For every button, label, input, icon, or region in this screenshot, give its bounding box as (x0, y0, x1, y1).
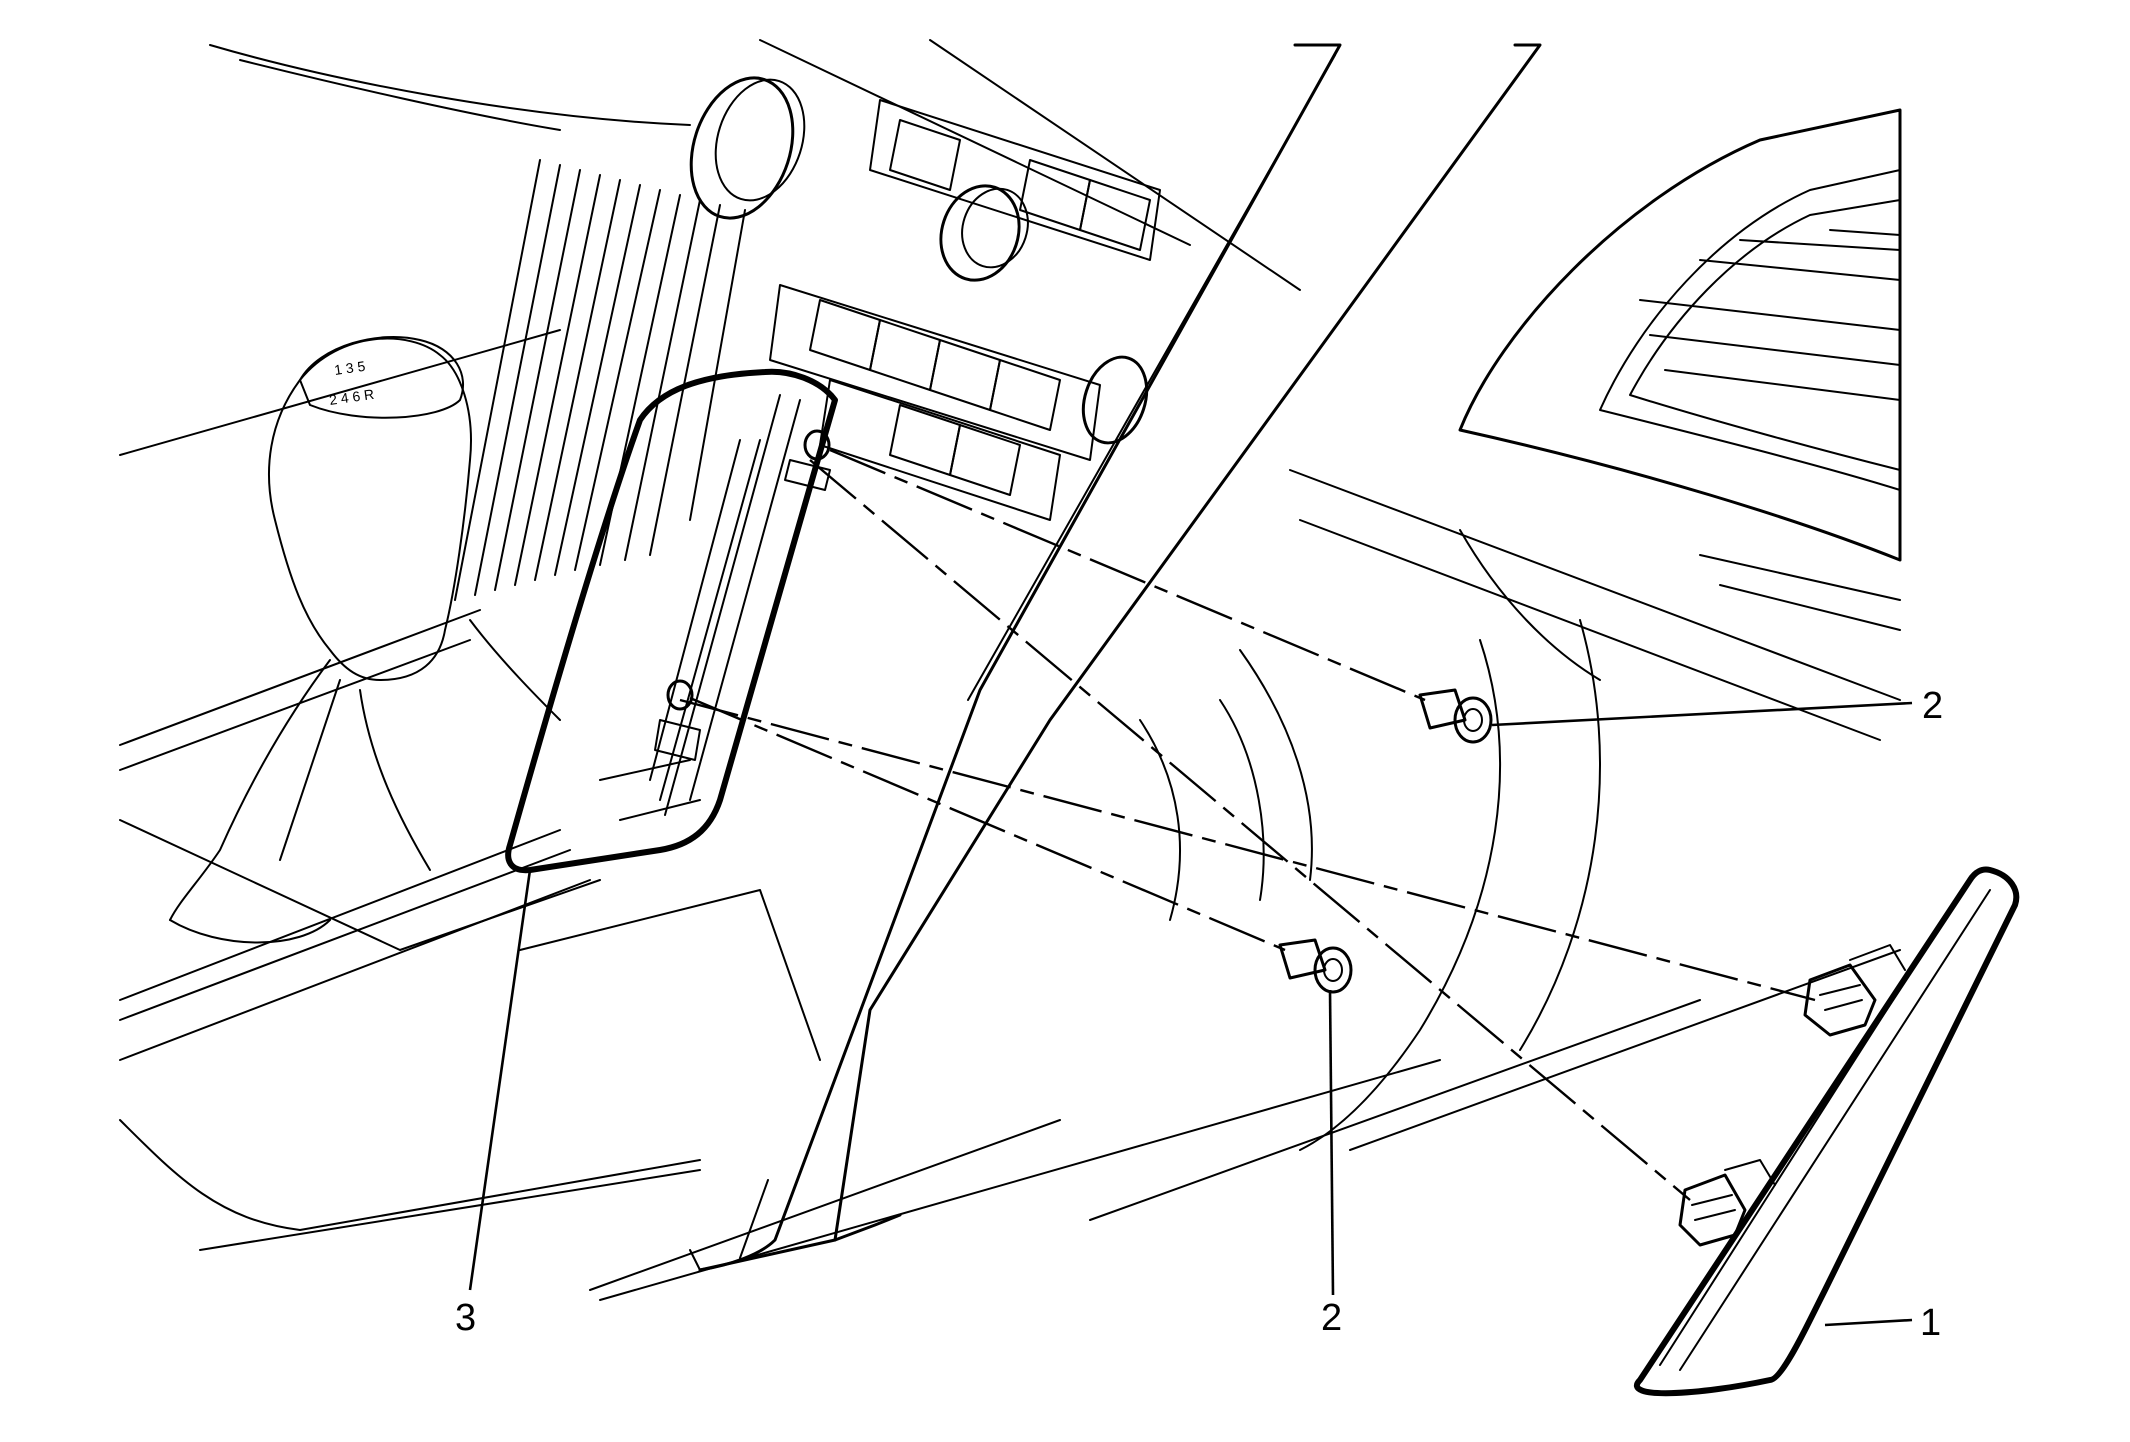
callout-3: 3 (455, 1297, 476, 1339)
control-panel (689, 76, 1161, 521)
alignment-lines (679, 448, 1816, 1201)
callout-labels: 2 2 3 1 (455, 685, 1943, 1344)
callout-2-lower: 2 (1321, 1297, 1342, 1339)
push-pin-retainer (1418, 688, 1493, 744)
dashboard-background (119, 39, 1902, 1301)
svg-text:1 3 5: 1 3 5 (333, 358, 366, 378)
push-pin-retainer (1278, 938, 1353, 994)
mounting-frame (505, 368, 838, 874)
leader-lines (468, 701, 1913, 1327)
shift-knob: 1 3 5 2 4 6 R (169, 336, 561, 944)
callout-1: 1 (1920, 1302, 1941, 1344)
callout-2-upper: 2 (1922, 685, 1943, 727)
console-side-trim (689, 43, 1542, 1272)
svg-text:2 4 6 R: 2 4 6 R (328, 386, 375, 408)
trim-panel-part (1634, 866, 2020, 1397)
